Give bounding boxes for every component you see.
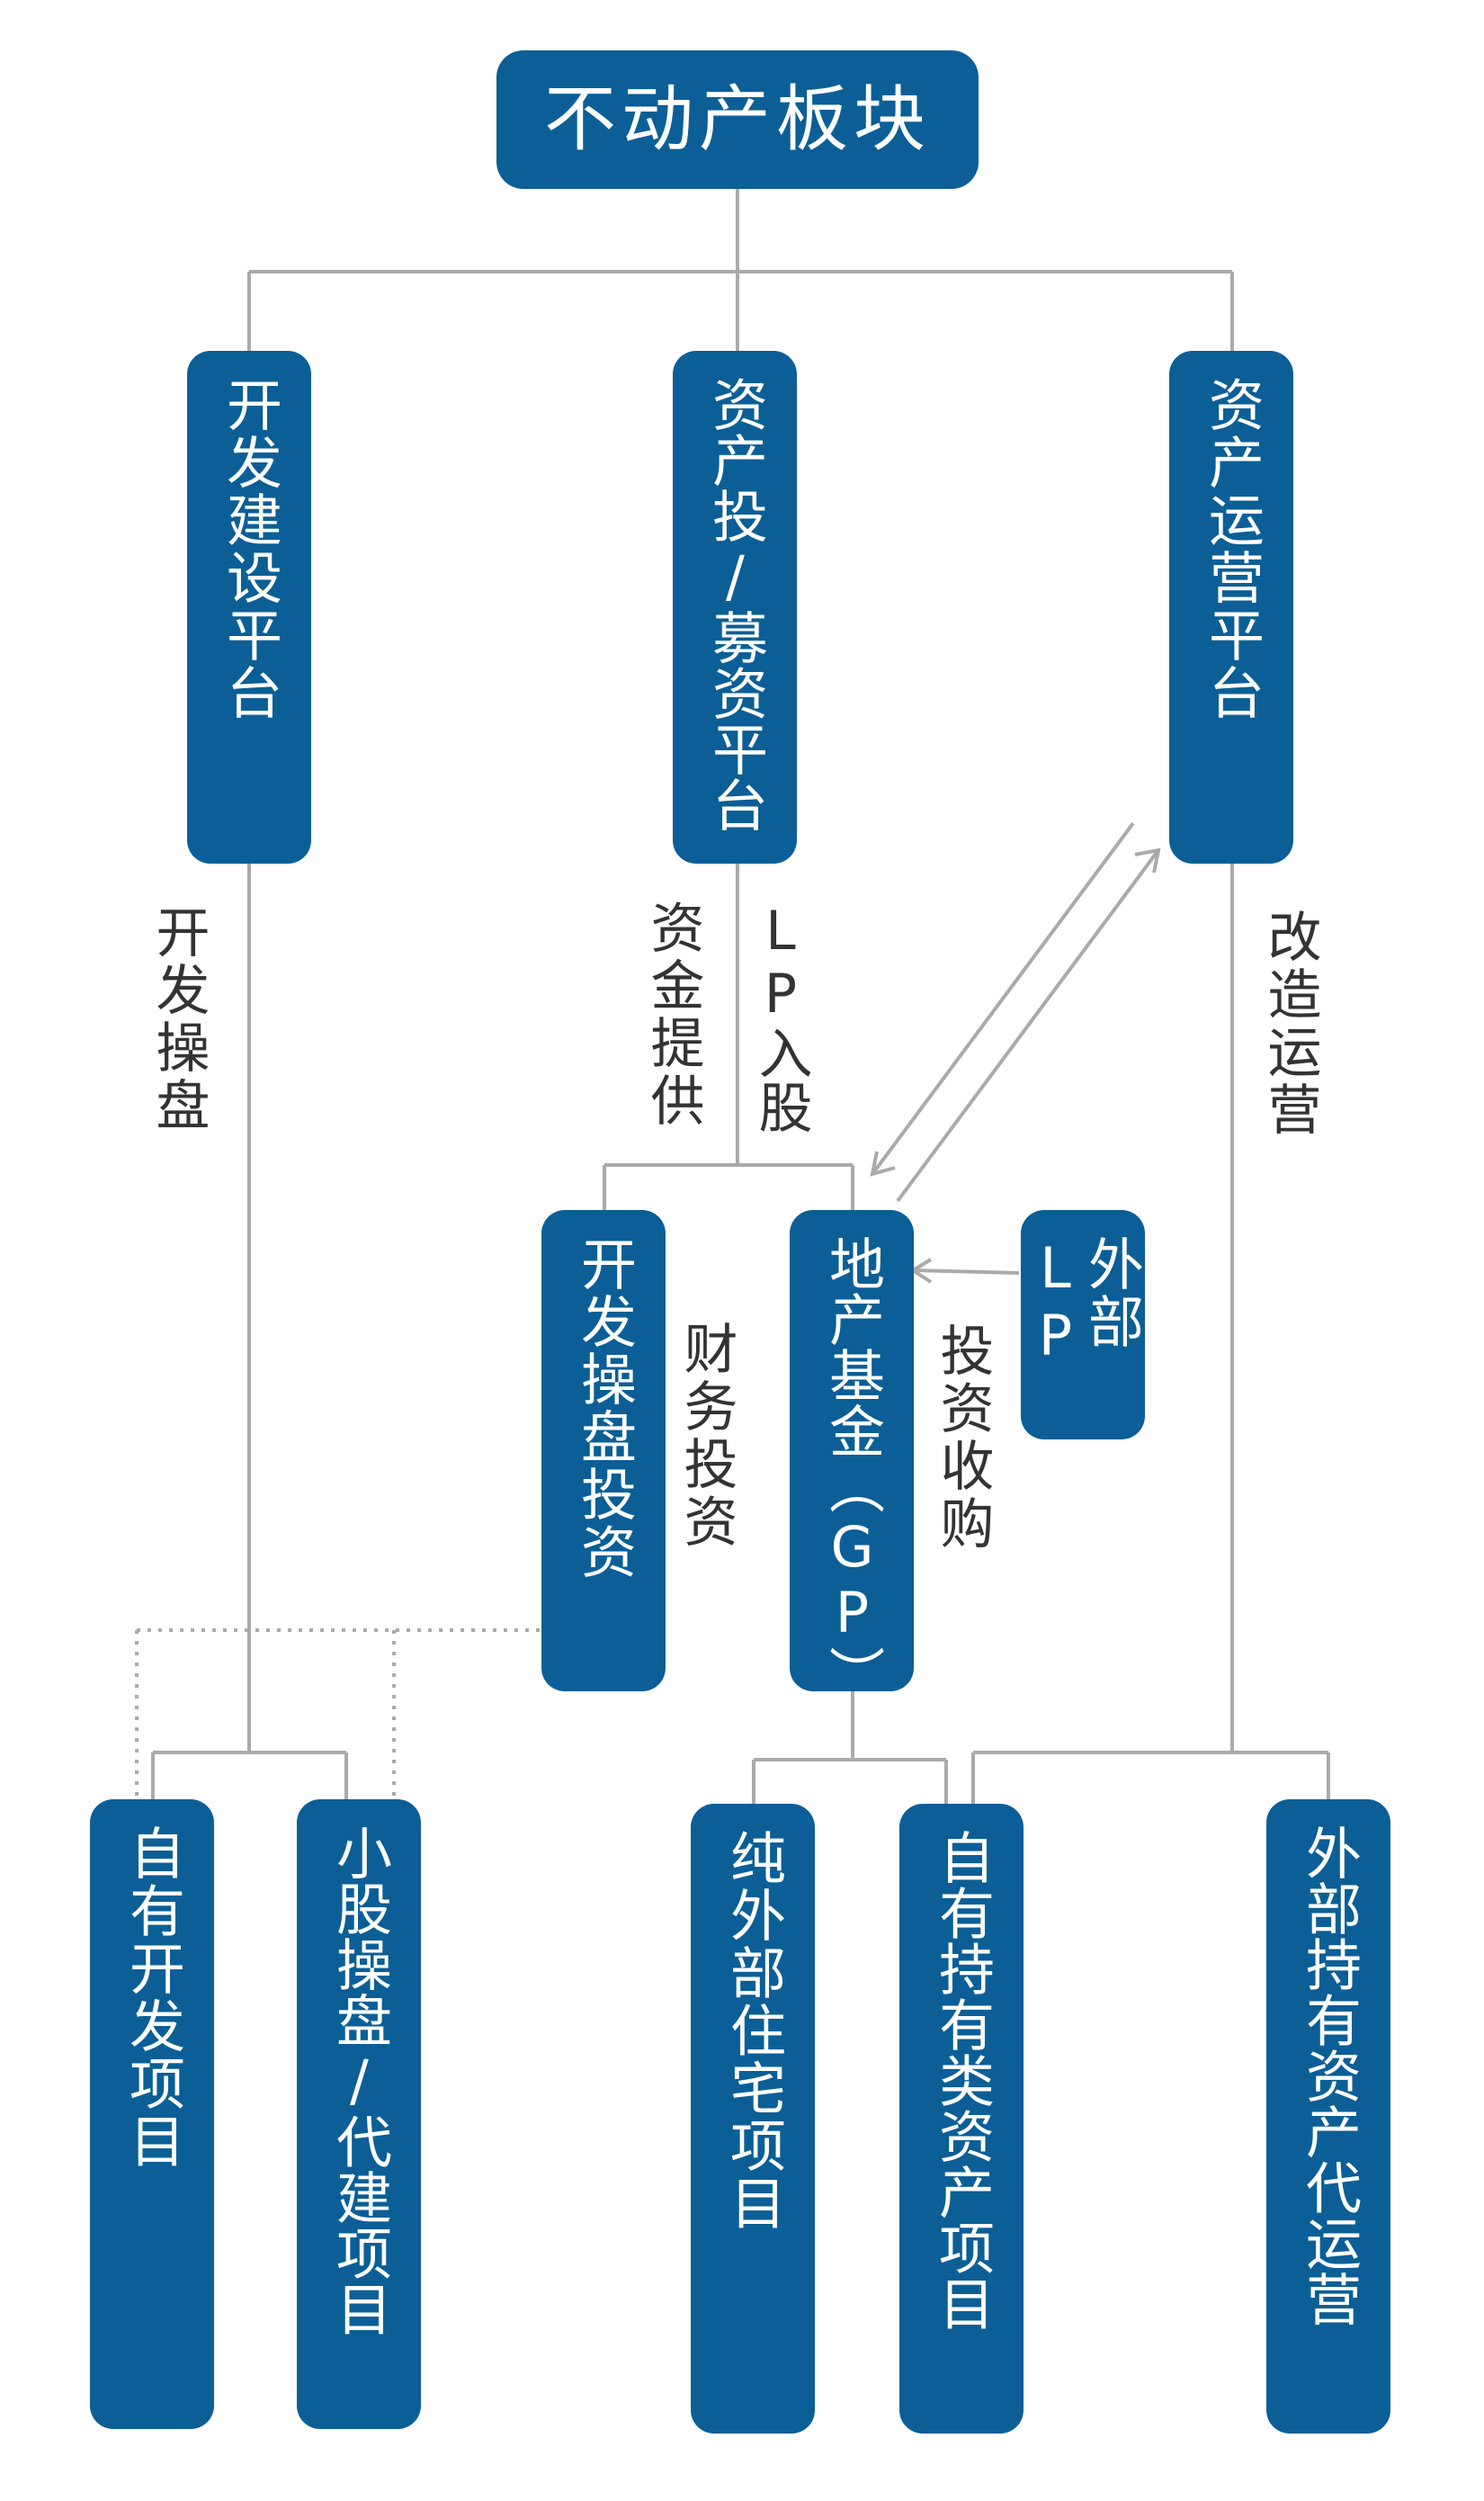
external-lp-node: 外部LP — [1021, 1210, 1145, 1439]
root-label: 不动产板块 — [544, 77, 931, 161]
arrow-to-fund — [871, 821, 1135, 1176]
arrow-to-ops — [896, 848, 1160, 1203]
ops-platform-node: 资产运营平台 — [1169, 351, 1293, 864]
ops-platform-label: 资产运营平台 — [1199, 376, 1265, 722]
external-res-project-node: 纯外部住宅项目 — [691, 1804, 815, 2434]
own-dev-project-label: 自有开发项目 — [120, 1824, 185, 2170]
funding-label: 资金提供 — [641, 900, 704, 1130]
own-hold-project-node: 自有持有类资产项目 — [899, 1804, 1024, 2434]
dev-platform-label: 开发建设平台 — [217, 376, 282, 722]
dev-invest-node: 开发操盘投资 — [541, 1210, 666, 1691]
arrow-lp-to-fund — [912, 1268, 1020, 1275]
dev-invest-label: 开发操盘投资 — [571, 1235, 637, 1581]
minority-project-label: 小股操盘/代建项目 — [326, 1824, 392, 2336]
root-node: 不动产板块 — [496, 50, 979, 189]
fund-label: 地产基金（GP） — [819, 1235, 885, 1701]
invest-platform-node: 资产投/募资平台 — [673, 351, 797, 864]
dev-ops-label: 开发操盘 — [147, 904, 210, 1134]
lp-join-label: LP入股 — [749, 900, 812, 1134]
renovate-ops-label: 改造运营 — [1258, 909, 1321, 1139]
external-res-project-label: 纯外部住宅项目 — [720, 1829, 786, 2232]
minority-project-node: 小股操盘/代建项目 — [297, 1799, 421, 2429]
fin-invest-label: 财务投资 — [675, 1321, 738, 1551]
dev-platform-node: 开发建设平台 — [187, 351, 311, 864]
external-ops-project-node: 外部持有资产代运营 — [1266, 1799, 1390, 2434]
arrow-to-ops-head — [1134, 847, 1161, 874]
fund-node: 地产基金（GP） — [790, 1210, 914, 1701]
own-dev-project-node: 自有开发项目 — [90, 1799, 214, 2429]
external-lp-label: 外部LP — [1023, 1235, 1144, 1370]
invest-platform-label: 资产投/募资平台 — [702, 376, 768, 832]
own-hold-project-label: 自有持有类资产项目 — [929, 1829, 995, 2331]
external-ops-project-label: 外部持有资产代运营 — [1296, 1824, 1362, 2326]
acquisition-label: 投资收购 — [931, 1322, 994, 1553]
arrow-to-fund-head — [870, 1151, 896, 1177]
